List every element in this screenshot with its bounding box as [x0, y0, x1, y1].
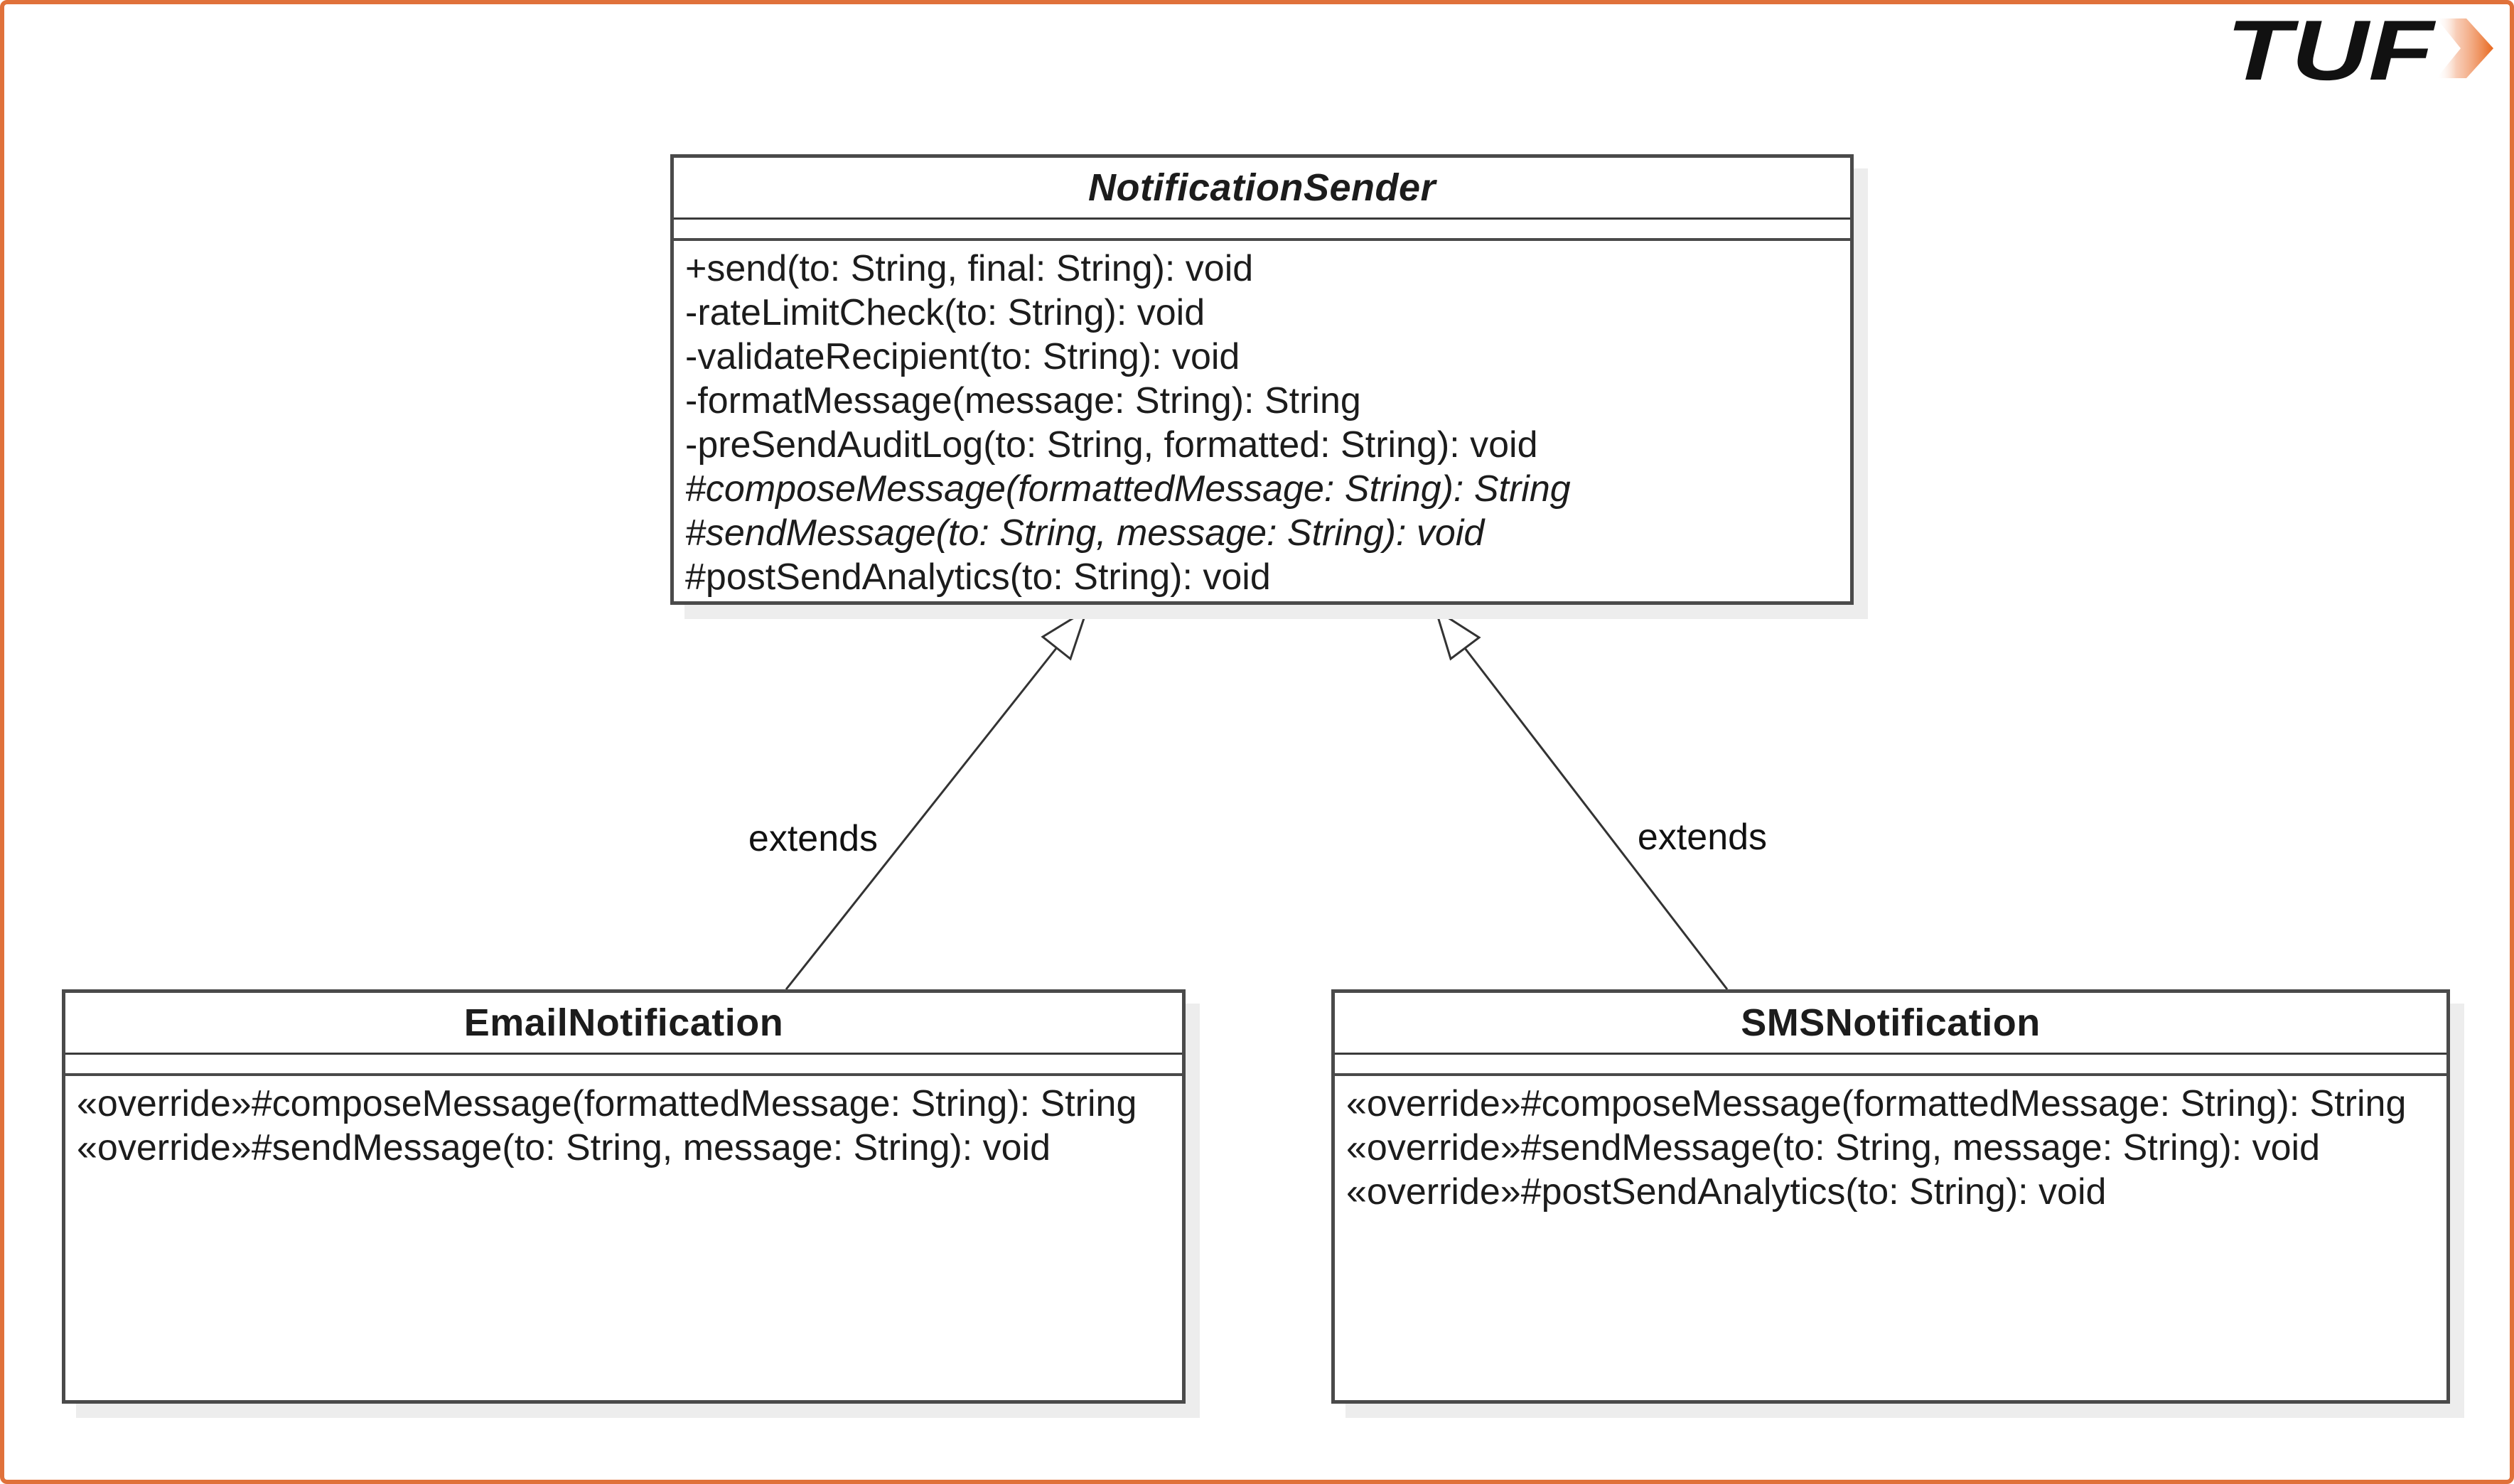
- method-entry: -formatMessage(message: String): String: [685, 380, 1361, 421]
- class-box-smsnotification: SMSNotification «override»#composeMessag…: [1331, 989, 2450, 1404]
- tuf-logo: TUF: [2226, 11, 2493, 94]
- tuf-logo-arrow-icon: [2437, 18, 2493, 78]
- extends-label-email: extends: [748, 818, 879, 859]
- class-title: EmailNotification: [65, 993, 1182, 1055]
- method-entry: #sendMessage(to: String, message: String…: [685, 512, 1485, 554]
- method-entry: «override»#composeMessage(formattedMessa…: [77, 1083, 1137, 1124]
- tuf-logo-text: TUF: [2226, 11, 2436, 94]
- class-title: SMSNotification: [1335, 993, 2446, 1055]
- method-entry: «override»#composeMessage(formattedMessa…: [1346, 1083, 2407, 1124]
- method-entry: «override»#sendMessage(to: String, messa…: [1346, 1127, 2321, 1168]
- method-entry: +send(to: String, final: String): void: [685, 248, 1254, 289]
- class-box-notificationsender: NotificationSender +send(to: String, fin…: [670, 154, 1854, 605]
- attributes-compartment: [1335, 1055, 2446, 1076]
- class-title: NotificationSender: [674, 158, 1850, 220]
- methods-compartment: +send(to: String, final: String): void-r…: [674, 241, 1850, 601]
- extends-label-sms: extends: [1637, 817, 1768, 858]
- class-box-emailnotification: EmailNotification «override»#composeMess…: [62, 989, 1186, 1404]
- methods-compartment: «override»#composeMessage(formattedMessa…: [65, 1076, 1182, 1400]
- method-entry: «override»#postSendAnalytics(to: String)…: [1346, 1171, 2107, 1213]
- method-entry: #composeMessage(formattedMessage: String…: [685, 468, 1571, 510]
- method-entry: #postSendAnalytics(to: String): void: [685, 556, 1271, 598]
- methods-compartment: «override»#composeMessage(formattedMessa…: [1335, 1076, 2446, 1400]
- attributes-compartment: [674, 220, 1850, 241]
- method-entry: «override»#sendMessage(to: String, messa…: [77, 1127, 1051, 1168]
- method-entry: -validateRecipient(to: String): void: [685, 336, 1240, 377]
- attributes-compartment: [65, 1055, 1182, 1076]
- method-entry: -rateLimitCheck(to: String): void: [685, 292, 1205, 333]
- method-entry: -preSendAuditLog(to: String, formatted: …: [685, 424, 1538, 466]
